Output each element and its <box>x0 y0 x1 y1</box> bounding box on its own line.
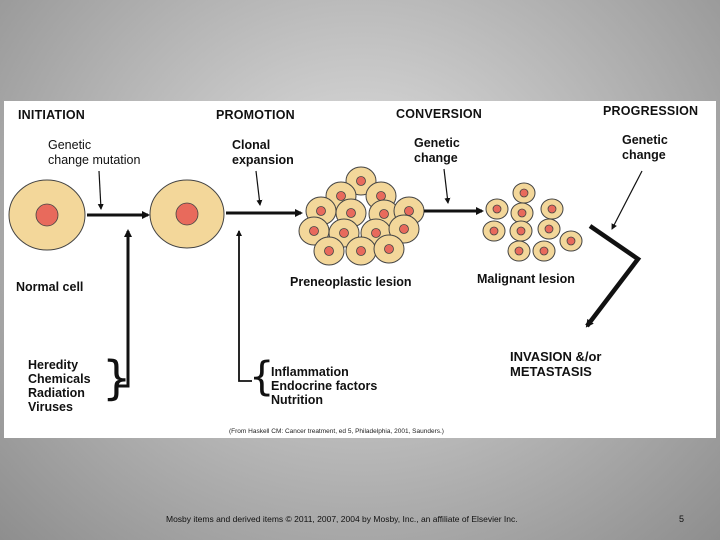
label-line: Genetic <box>622 133 668 147</box>
preneoplastic-cell-nucleus <box>376 191 386 201</box>
preneoplastic-cell-nucleus <box>371 228 381 238</box>
malignant-cell-nucleus <box>514 246 524 256</box>
malignant-cell-nucleus <box>517 208 527 218</box>
progression-change-arrow <box>611 170 643 230</box>
label-line: change mutation <box>48 153 141 167</box>
factor-item: Inflammation <box>271 365 349 379</box>
mutation-arrow <box>97 170 104 210</box>
label-line: expansion <box>232 153 294 167</box>
initiated-cell-nucleus <box>175 202 199 226</box>
factor-item: Chemicals <box>28 372 91 386</box>
preneoplastic-cell-nucleus <box>316 206 326 216</box>
normal-cell-nucleus <box>35 203 59 227</box>
malignant-cell-nucleus <box>547 204 557 214</box>
conversion-change-arrow <box>443 168 451 204</box>
label-line: METASTASIS <box>510 364 592 379</box>
initiating-factors-list: Heredity Chemicals Radiation Viruses <box>28 358 91 414</box>
preneoplastic-cell-nucleus <box>324 246 334 256</box>
malignant-cell-nucleus <box>492 204 502 214</box>
malignant-cell-nucleus <box>539 246 549 256</box>
footer-copyright: Mosby items and derived items © 2011, 20… <box>166 514 518 524</box>
promoters-arrow <box>236 230 252 382</box>
cells-group <box>8 166 583 266</box>
promoting-factors-brace: { <box>249 354 275 400</box>
stage-promotion: PROMOTION <box>216 108 295 122</box>
stage-conversion: CONVERSION <box>396 107 483 121</box>
preneoplastic-cell-nucleus <box>339 228 349 238</box>
factor-item: Heredity <box>28 358 79 372</box>
initiators-arrow <box>116 229 132 388</box>
malignant-cell-nucleus <box>516 226 526 236</box>
preneoplastic-cell-nucleus <box>346 208 356 218</box>
preneoplastic-cell-nucleus <box>309 226 319 236</box>
malignant-lesion-label: Malignant lesion <box>477 272 575 286</box>
diagram-panel: INITIATION PROMOTION CONVERSION PROGRESS… <box>4 101 716 438</box>
malignant-cell-nucleus <box>544 224 554 234</box>
preneoplastic-cell-nucleus <box>356 246 366 256</box>
preneoplastic-cell-nucleus <box>399 224 409 234</box>
label-line: change <box>414 151 458 165</box>
normal-cell-label: Normal cell <box>16 280 84 294</box>
initiating-factors-brace: } <box>102 351 132 405</box>
genetic-change-mutation-label: Genetic change mutation <box>48 138 140 168</box>
preneoplastic-lesion-label: Preneoplastic lesion <box>290 275 412 289</box>
factor-item: Endocrine factors <box>271 379 378 393</box>
arrows-group <box>87 168 643 388</box>
promoting-factors-list: Inflammation Endocrine factors Nutrition <box>271 365 377 407</box>
page-number: 5 <box>679 514 685 524</box>
invasion-metastasis-label: INVASION &/or METASTASIS <box>510 349 602 379</box>
preneoplastic-cell-nucleus <box>356 176 366 186</box>
malignant-cell-nucleus <box>489 226 499 236</box>
progression-arrow <box>585 224 642 328</box>
malignant-cell-nucleus <box>566 236 576 246</box>
clonal-arrow <box>255 170 263 206</box>
factor-item: Nutrition <box>271 393 324 407</box>
progression-genetic-change-label: Genetic change <box>622 133 668 163</box>
preneoplastic-cell-nucleus <box>379 209 389 219</box>
label-line: Clonal <box>232 138 271 152</box>
stage-progression: PROGRESSION <box>603 104 699 118</box>
conversion-genetic-change-label: Genetic change <box>414 136 460 166</box>
stage-initiation: INITIATION <box>18 108 86 122</box>
source-citation: (From Haskell CM: Cancer treatment, ed 5… <box>229 428 444 435</box>
label-line: Genetic <box>48 138 92 152</box>
factor-item: Radiation <box>28 386 85 400</box>
label-line: INVASION &/or <box>510 349 602 364</box>
clonal-expansion-label: Clonal expansion <box>232 138 294 168</box>
label-line: change <box>622 148 666 162</box>
preneoplastic-cell-nucleus <box>404 206 414 216</box>
preneoplastic-cell-nucleus <box>384 244 394 254</box>
carcinogenesis-diagram <box>8 166 643 388</box>
preneoplastic-cell-nucleus <box>336 191 346 201</box>
malignant-cell-nucleus <box>519 188 529 198</box>
factor-item: Viruses <box>28 400 73 414</box>
label-line: Genetic <box>414 136 460 150</box>
